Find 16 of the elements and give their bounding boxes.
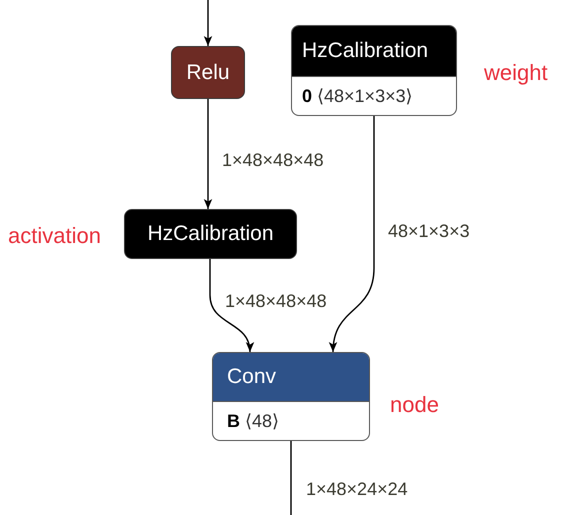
connector-line: [290, 441, 292, 515]
side-label: weight: [484, 60, 548, 86]
operator-card: [291, 25, 457, 116]
operator-card: [212, 352, 370, 441]
arrow: [204, 99, 212, 209]
tensor-shape-label: B ⟨48⟩: [227, 410, 280, 432]
operator-header: Conv: [213, 353, 369, 401]
tensor-shape-label: 0 ⟨48×1×3×3⟩: [302, 85, 413, 107]
side-label: node: [390, 392, 439, 418]
operator-header: HzCalibration: [292, 26, 456, 76]
arrow: [330, 116, 375, 352]
arrow: [209, 259, 254, 352]
operator-box: Relu: [171, 46, 245, 99]
side-label: activation: [8, 223, 101, 249]
arrow: [204, 0, 212, 46]
operator-box: HzCalibration: [124, 209, 297, 259]
